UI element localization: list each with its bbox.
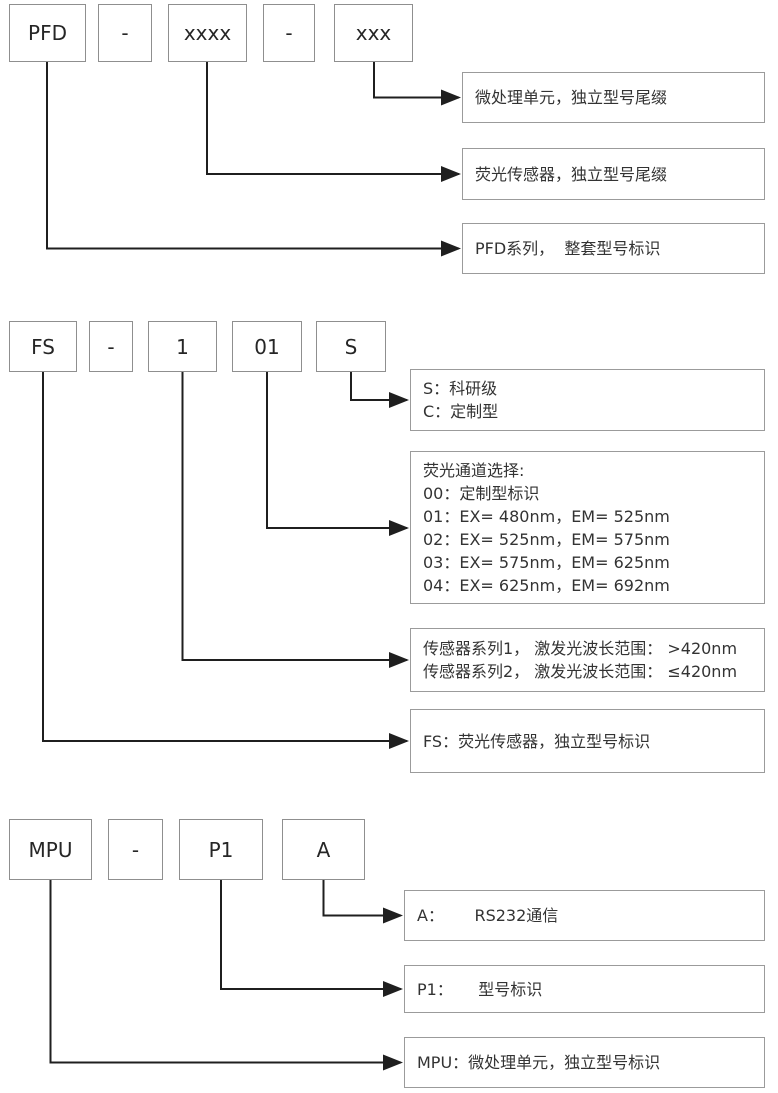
connector-xxxx-to-fs-suffix — [206, 62, 461, 182]
connector-a-to-rs232 — [322, 880, 403, 924]
connector-s-to-grade — [350, 372, 409, 408]
label-fs-id: FS：荧光传感器，独立型号标识 — [410, 709, 765, 773]
label-fs-suffix: 荧光传感器，独立型号尾缀 — [462, 148, 765, 200]
label-text: C：定制型 — [423, 402, 499, 421]
connector-1-to-sensor-series — [181, 372, 409, 668]
code-box-xxx: xxx — [334, 4, 413, 62]
label-text: 微处理单元，独立型号尾缀 — [475, 88, 668, 107]
label-text: A： RS232通信 — [417, 906, 559, 925]
label-channel-options: 荧光通道选择: 00：定制型标识 01：EX= 480nm，EM= 525nm … — [410, 451, 765, 604]
code-box-channel-01: 01 — [232, 321, 302, 372]
label-text: 传感器系列2， 激发光波长范围： ≤420nm — [423, 662, 738, 681]
code-box-dash-2: - — [263, 4, 315, 62]
code-box-series-1: 1 — [148, 321, 217, 372]
code-box-a: A — [282, 819, 365, 880]
label-text: P1： 型号标识 — [417, 979, 543, 999]
code-box-grade-s: S — [316, 321, 386, 372]
label-text: 传感器系列1， 激发光波长范围： >420nm — [423, 639, 738, 658]
label-text: 荧光传感器，独立型号尾缀 — [475, 164, 668, 184]
connector-mpu-to-mpu-id — [49, 880, 403, 1071]
label-text: PFD系列， 整套型号标识 — [475, 239, 661, 258]
code-box-dash-3: - — [89, 321, 133, 372]
label-text: FS：荧光传感器，独立型号标识 — [423, 731, 651, 751]
code-box-xxxx: xxxx — [168, 4, 247, 62]
label-text: 荧光通道选择: — [423, 460, 525, 480]
label-pfd-series: PFD系列， 整套型号标识 — [462, 223, 765, 274]
connector-01-to-channels — [266, 372, 409, 536]
code-box-mpu: MPU — [9, 819, 92, 880]
code-box-p1: P1 — [179, 819, 263, 880]
label-text: 00：定制型标识 — [423, 483, 540, 503]
label-sensor-series: 传感器系列1， 激发光波长范围： >420nm 传感器系列2， 激发光波长范围：… — [410, 628, 765, 692]
label-text: 01：EX= 480nm，EM= 525nm — [423, 506, 670, 526]
label-p1-id: P1： 型号标识 — [404, 965, 765, 1013]
label-grade-options: S：科研级 C：定制型 — [410, 369, 765, 431]
connector-xxx-to-mpu-suffix — [373, 62, 461, 106]
code-box-dash-1: - — [98, 4, 152, 62]
connector-p1-to-model-id — [220, 880, 403, 997]
code-box-dash-4: - — [108, 819, 163, 880]
connector-pfd-to-series — [46, 62, 461, 257]
label-mpu-suffix: 微处理单元，独立型号尾缀 — [462, 72, 765, 123]
label-text: 02：EX= 525nm，EM= 575nm — [423, 529, 670, 549]
label-text: 04：EX= 625nm，EM= 692nm — [423, 575, 670, 595]
label-a-rs232: A： RS232通信 — [404, 890, 765, 941]
label-text: S：科研级 — [423, 379, 498, 398]
label-mpu-id: MPU：微处理单元，独立型号标识 — [404, 1037, 765, 1088]
code-box-pfd: PFD — [9, 4, 86, 62]
label-text: 03：EX= 575nm，EM= 625nm — [423, 552, 670, 572]
connector-fs-to-fs-id — [42, 372, 409, 749]
code-box-fs: FS — [9, 321, 77, 372]
label-text: MPU：微处理单元，独立型号标识 — [417, 1053, 661, 1072]
